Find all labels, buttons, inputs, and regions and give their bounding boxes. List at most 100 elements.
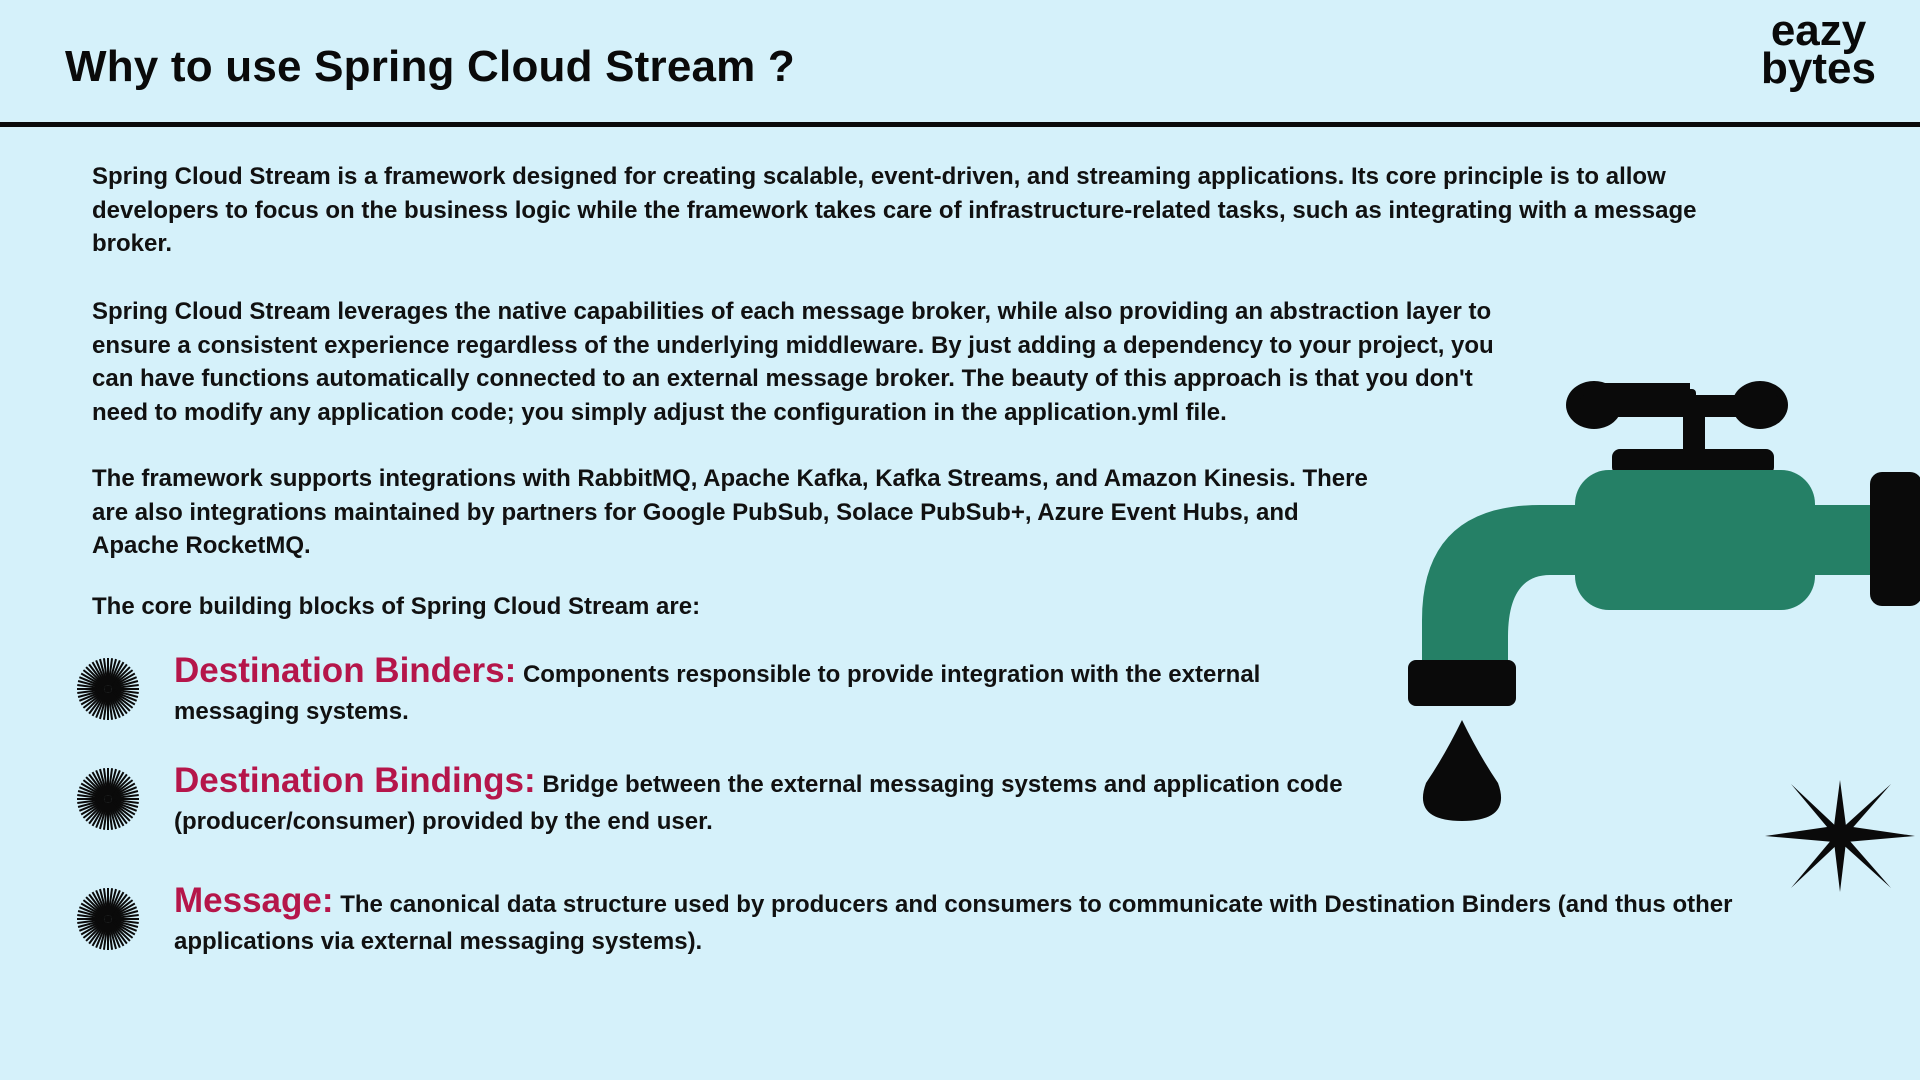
header-divider bbox=[0, 122, 1920, 127]
building-blocks-intro: The core building blocks of Spring Cloud… bbox=[92, 593, 701, 620]
starburst-ray bbox=[82, 690, 106, 709]
starburst-ray bbox=[77, 913, 105, 920]
starburst-ray bbox=[91, 891, 107, 917]
faucet-spout bbox=[1422, 505, 1575, 675]
starburst-ray bbox=[108, 768, 117, 796]
starburst-ray bbox=[110, 782, 136, 798]
starburst-ray bbox=[82, 800, 106, 819]
starburst-ray bbox=[109, 661, 125, 687]
starburst-ray bbox=[108, 659, 121, 686]
starburst-ray bbox=[77, 680, 105, 689]
starburst-ray bbox=[109, 921, 125, 947]
starburst-ray bbox=[111, 683, 139, 690]
starburst-icon bbox=[77, 768, 139, 830]
starburst-ray bbox=[110, 921, 131, 942]
starburst-ray bbox=[85, 776, 106, 797]
starburst-ray bbox=[111, 906, 138, 919]
water-drop bbox=[1422, 720, 1502, 821]
logo-line-eazy: eazy bbox=[1770, 6, 1867, 55]
starburst-ray bbox=[111, 676, 138, 689]
starburst-ray bbox=[110, 672, 136, 688]
starburst-center bbox=[104, 915, 112, 923]
starburst-ray bbox=[110, 779, 134, 798]
starburst-ray bbox=[88, 801, 107, 825]
starburst-ray bbox=[99, 802, 108, 830]
starburst-ray bbox=[108, 692, 117, 720]
starburst-icon bbox=[77, 888, 139, 950]
starburst-center bbox=[104, 795, 112, 803]
starburst-ray bbox=[95, 922, 108, 949]
starburst-ray bbox=[95, 769, 108, 796]
starburst-ray bbox=[78, 786, 105, 799]
starburst-ray bbox=[108, 802, 117, 830]
starburst-ray bbox=[99, 922, 108, 950]
starburst-ray bbox=[108, 658, 117, 686]
starburst-ray bbox=[80, 690, 106, 706]
starburst-ray bbox=[91, 921, 107, 947]
starburst-ray bbox=[111, 790, 139, 799]
starburst-ray bbox=[99, 658, 108, 686]
starburst-icon bbox=[77, 658, 139, 720]
starburst-ray bbox=[85, 921, 106, 942]
starburst-ray bbox=[107, 658, 114, 686]
starburst-ray bbox=[111, 910, 139, 919]
starburst-ray bbox=[111, 918, 139, 925]
starburst-ray bbox=[88, 773, 107, 797]
starburst-ray bbox=[110, 902, 136, 918]
starburst-ray bbox=[102, 802, 109, 830]
starburst-ray bbox=[110, 920, 134, 939]
starburst-ray bbox=[111, 688, 139, 695]
starburst-ray bbox=[85, 801, 106, 822]
starburst-ray bbox=[77, 688, 105, 695]
starburst-ray bbox=[111, 919, 139, 928]
starburst-ray bbox=[109, 773, 128, 797]
starburst-ray bbox=[91, 801, 107, 827]
starburst-ray bbox=[88, 663, 107, 687]
starburst-ray bbox=[99, 692, 108, 720]
starburst-ray bbox=[110, 801, 131, 822]
starburst-ray bbox=[110, 691, 131, 712]
starburst-ray bbox=[85, 691, 106, 712]
starburst-ray bbox=[77, 910, 105, 919]
starburst-ray bbox=[88, 893, 107, 917]
building-block-description: Bridge between the external messaging sy… bbox=[174, 771, 1343, 835]
brand-logo: eazy bytes bbox=[1761, 6, 1876, 91]
starburst-ray bbox=[77, 683, 105, 690]
starburst-ray bbox=[110, 669, 134, 688]
starburst-ray bbox=[109, 691, 128, 715]
starburst-ray bbox=[110, 776, 131, 797]
building-block-text: Message: The canonical data structure us… bbox=[174, 882, 1774, 960]
faucet-pipe bbox=[1800, 505, 1875, 575]
starburst-ray bbox=[110, 800, 136, 816]
starburst-ray bbox=[102, 692, 109, 720]
starburst-ray bbox=[111, 913, 139, 920]
starburst-ray bbox=[111, 798, 139, 805]
faucet-wall-flange bbox=[1870, 472, 1920, 606]
starburst-ray bbox=[78, 676, 105, 689]
building-block-term: Destination Bindings: bbox=[174, 761, 536, 800]
starburst-ray bbox=[109, 771, 125, 797]
starburst-ray bbox=[108, 802, 121, 829]
building-block-text: Destination Binders: Components responsi… bbox=[174, 652, 1374, 730]
starburst-ray bbox=[108, 922, 121, 949]
starburst-ray bbox=[111, 689, 139, 698]
starburst-ray bbox=[95, 692, 108, 719]
faucet-collar bbox=[1612, 449, 1774, 475]
starburst-ray bbox=[82, 669, 106, 688]
starburst-ray bbox=[109, 893, 128, 917]
starburst-ray bbox=[77, 919, 105, 928]
starburst-ray bbox=[109, 663, 128, 687]
starburst-ray bbox=[108, 888, 117, 916]
four-point-sparkle-icon bbox=[1765, 780, 1915, 892]
starburst-ray bbox=[110, 690, 136, 706]
building-block-term: Destination Binders: bbox=[174, 651, 517, 690]
starburst-ray bbox=[77, 790, 105, 799]
starburst-ray bbox=[78, 906, 105, 919]
starburst-ray bbox=[102, 658, 109, 686]
starburst-ray bbox=[80, 902, 106, 918]
faucet-handle-bar bbox=[1600, 383, 1690, 393]
starburst-ray bbox=[110, 899, 134, 918]
starburst-ray bbox=[108, 922, 117, 950]
starburst-ray bbox=[77, 689, 105, 698]
starburst-ray bbox=[111, 799, 139, 808]
